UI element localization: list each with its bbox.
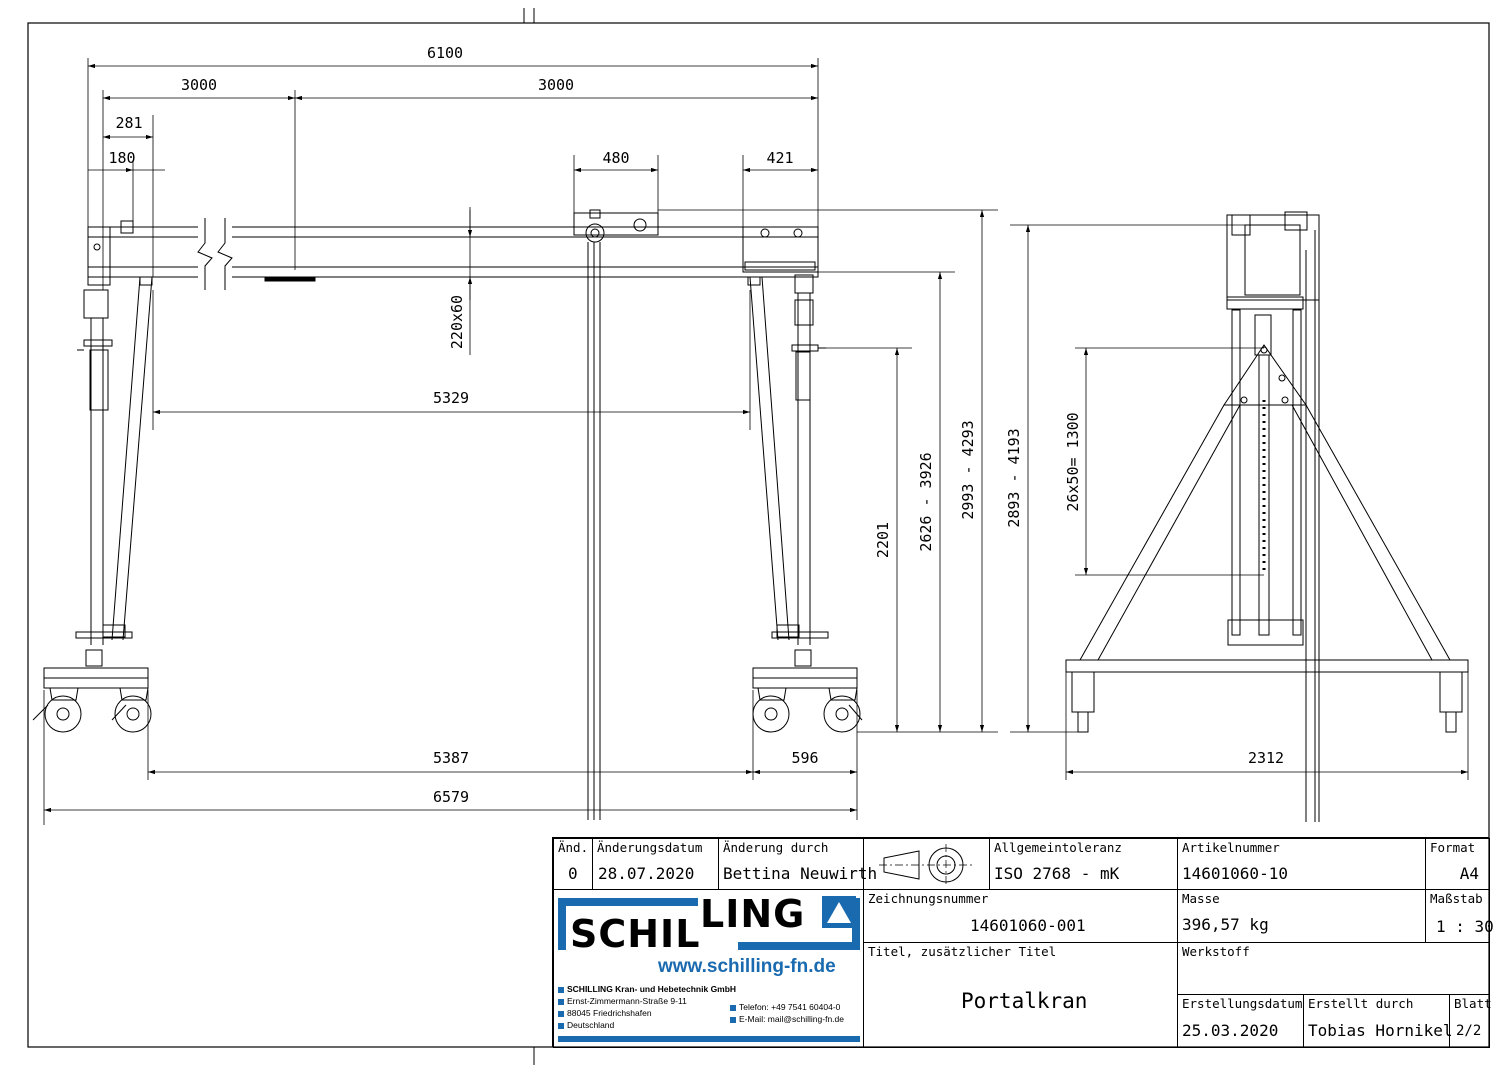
blatt-value: 2/2 (1456, 1023, 1482, 1039)
aenderungsdatum-label: Änderungsdatum (597, 840, 703, 855)
cell-werkstoff: Werkstoff (1177, 942, 1490, 995)
dim-2993-4293: 2993 - 4293 (959, 420, 977, 519)
dimension-texts: 6100 3000 3000 281 180 480 421 220x60 53… (108, 44, 1284, 806)
dim-220x60: 220x60 (448, 295, 466, 349)
dim-2201: 2201 (874, 522, 892, 558)
dimension-lines (43, 58, 1469, 825)
company-country: Deutschland (558, 1020, 614, 1031)
toleranz-label: Allgemeintoleranz (994, 840, 1122, 855)
dim-281: 281 (115, 114, 142, 132)
title-block: Änd. 0 Änderungsdatum 28.07.2020 Änderun… (552, 837, 1494, 1048)
dim-6100: 6100 (427, 44, 463, 62)
cell-format: Format A4 (1425, 838, 1490, 890)
dim-5329: 5329 (433, 389, 469, 407)
cell-erstellungsdatum: Erstellungsdatum 25.03.2020 (1177, 994, 1304, 1048)
company-logo-block: SCHIL LING www.schilling-fn.de SCHILLING… (553, 889, 864, 1048)
zeichnung-value: 14601060-001 (970, 916, 1086, 935)
masse-value: 396,57 kg (1182, 915, 1269, 934)
cell-toleranz: Allgemeintoleranz ISO 2768 - mK (989, 838, 1178, 890)
erstellt-label: Erstellt durch (1308, 996, 1414, 1011)
company-city: 88045 Friedrichshafen (558, 1008, 652, 1019)
erstellungsdatum-value: 25.03.2020 (1182, 1021, 1279, 1040)
erstellt-value: Tobias Hornikel (1308, 1021, 1453, 1040)
erstellungsdatum-label: Erstellungsdatum (1182, 996, 1303, 1011)
logo-schil: SCHIL (570, 912, 701, 956)
company-name: SCHILLING Kran- und Hebetechnik GmbH (558, 984, 736, 995)
cell-artikelnummer: Artikelnummer 14601060-10 (1177, 838, 1426, 890)
dim-421: 421 (766, 149, 793, 167)
cell-zeichnungsnummer: Zeichnungsnummer 14601060-001 (863, 889, 1178, 943)
company-email: E-Mail: mail@schilling-fn.de (730, 1014, 844, 1025)
titel-label: Titel, zusätzlicher Titel (868, 944, 1057, 959)
dim-180: 180 (108, 149, 135, 167)
dim-5387: 5387 (433, 749, 469, 767)
dim-2893-4193: 2893 - 4193 (1005, 428, 1023, 527)
aenderung-durch-label: Änderung durch (723, 840, 829, 855)
werkstoff-label: Werkstoff (1182, 944, 1250, 959)
cell-blatt: Blatt 2/2 (1449, 994, 1492, 1048)
format-label: Format (1430, 840, 1476, 855)
massstab-value: 1 : 30 (1436, 917, 1494, 936)
cell-erstellt-durch: Erstellt durch Tobias Hornikel (1303, 994, 1453, 1048)
artikel-label: Artikelnummer (1182, 840, 1280, 855)
dim-596: 596 (791, 749, 818, 767)
logo-triangle-icon (822, 896, 856, 928)
cell-masse: Masse 396,57 kg (1177, 889, 1426, 943)
masse-label: Masse (1182, 891, 1220, 906)
bullet-icon (558, 986, 564, 993)
dim-2626-3926: 2626 - 3926 (917, 452, 935, 551)
cell-aenderung-durch: Änderung durch Bettina Neuwirth (718, 838, 877, 890)
projection-method-icon (879, 844, 974, 886)
aend-label: Änd. (558, 840, 589, 855)
cell-titel: Titel, zusätzlicher Titel Portalkran (863, 942, 1178, 1048)
website: www.schilling-fn.de (658, 956, 836, 977)
toleranz-value: ISO 2768 - mK (994, 864, 1120, 883)
bullet-icon (730, 1016, 736, 1023)
blatt-label: Blatt (1454, 996, 1492, 1011)
aend-value: 0 (568, 864, 578, 883)
logo-bottom-bar (558, 1036, 860, 1042)
logo-ling: LING (700, 892, 806, 936)
cell-aenderungsdatum: Änderungsdatum 28.07.2020 (592, 838, 719, 890)
bullet-icon (558, 1022, 564, 1029)
aenderung-durch-value: Bettina Neuwirth (723, 864, 878, 883)
side-view (1065, 211, 1469, 822)
bullet-icon (730, 1004, 736, 1011)
titel-value: Portalkran (961, 989, 1088, 1013)
bullet-icon (558, 998, 564, 1005)
format-value: A4 (1459, 864, 1479, 883)
cell-projection-symbol (863, 838, 990, 890)
company-street: Ernst-Zimmermann-Straße 9-11 (558, 996, 687, 1007)
cell-aend: Änd. 0 (553, 838, 593, 890)
dim-3000-left: 3000 (181, 76, 217, 94)
aenderungsdatum-value: 28.07.2020 (598, 864, 695, 883)
cell-massstab: Maßstab 1 : 30 (1425, 889, 1494, 943)
logo-blue-frame (558, 898, 860, 953)
dim-26x50-1300: 26x50= 1300 (1064, 412, 1082, 511)
dim-6579: 6579 (433, 788, 469, 806)
artikel-value: 14601060-10 (1182, 864, 1288, 883)
dim-3000-right: 3000 (538, 76, 574, 94)
company-phone: Telefon: +49 7541 60404-0 (730, 1002, 840, 1013)
zeichnung-label: Zeichnungsnummer (868, 891, 989, 906)
front-view (32, 209, 863, 820)
dim-2312: 2312 (1248, 749, 1284, 767)
massstab-label: Maßstab (1430, 891, 1483, 906)
dim-480: 480 (602, 149, 629, 167)
bullet-icon (558, 1010, 564, 1017)
